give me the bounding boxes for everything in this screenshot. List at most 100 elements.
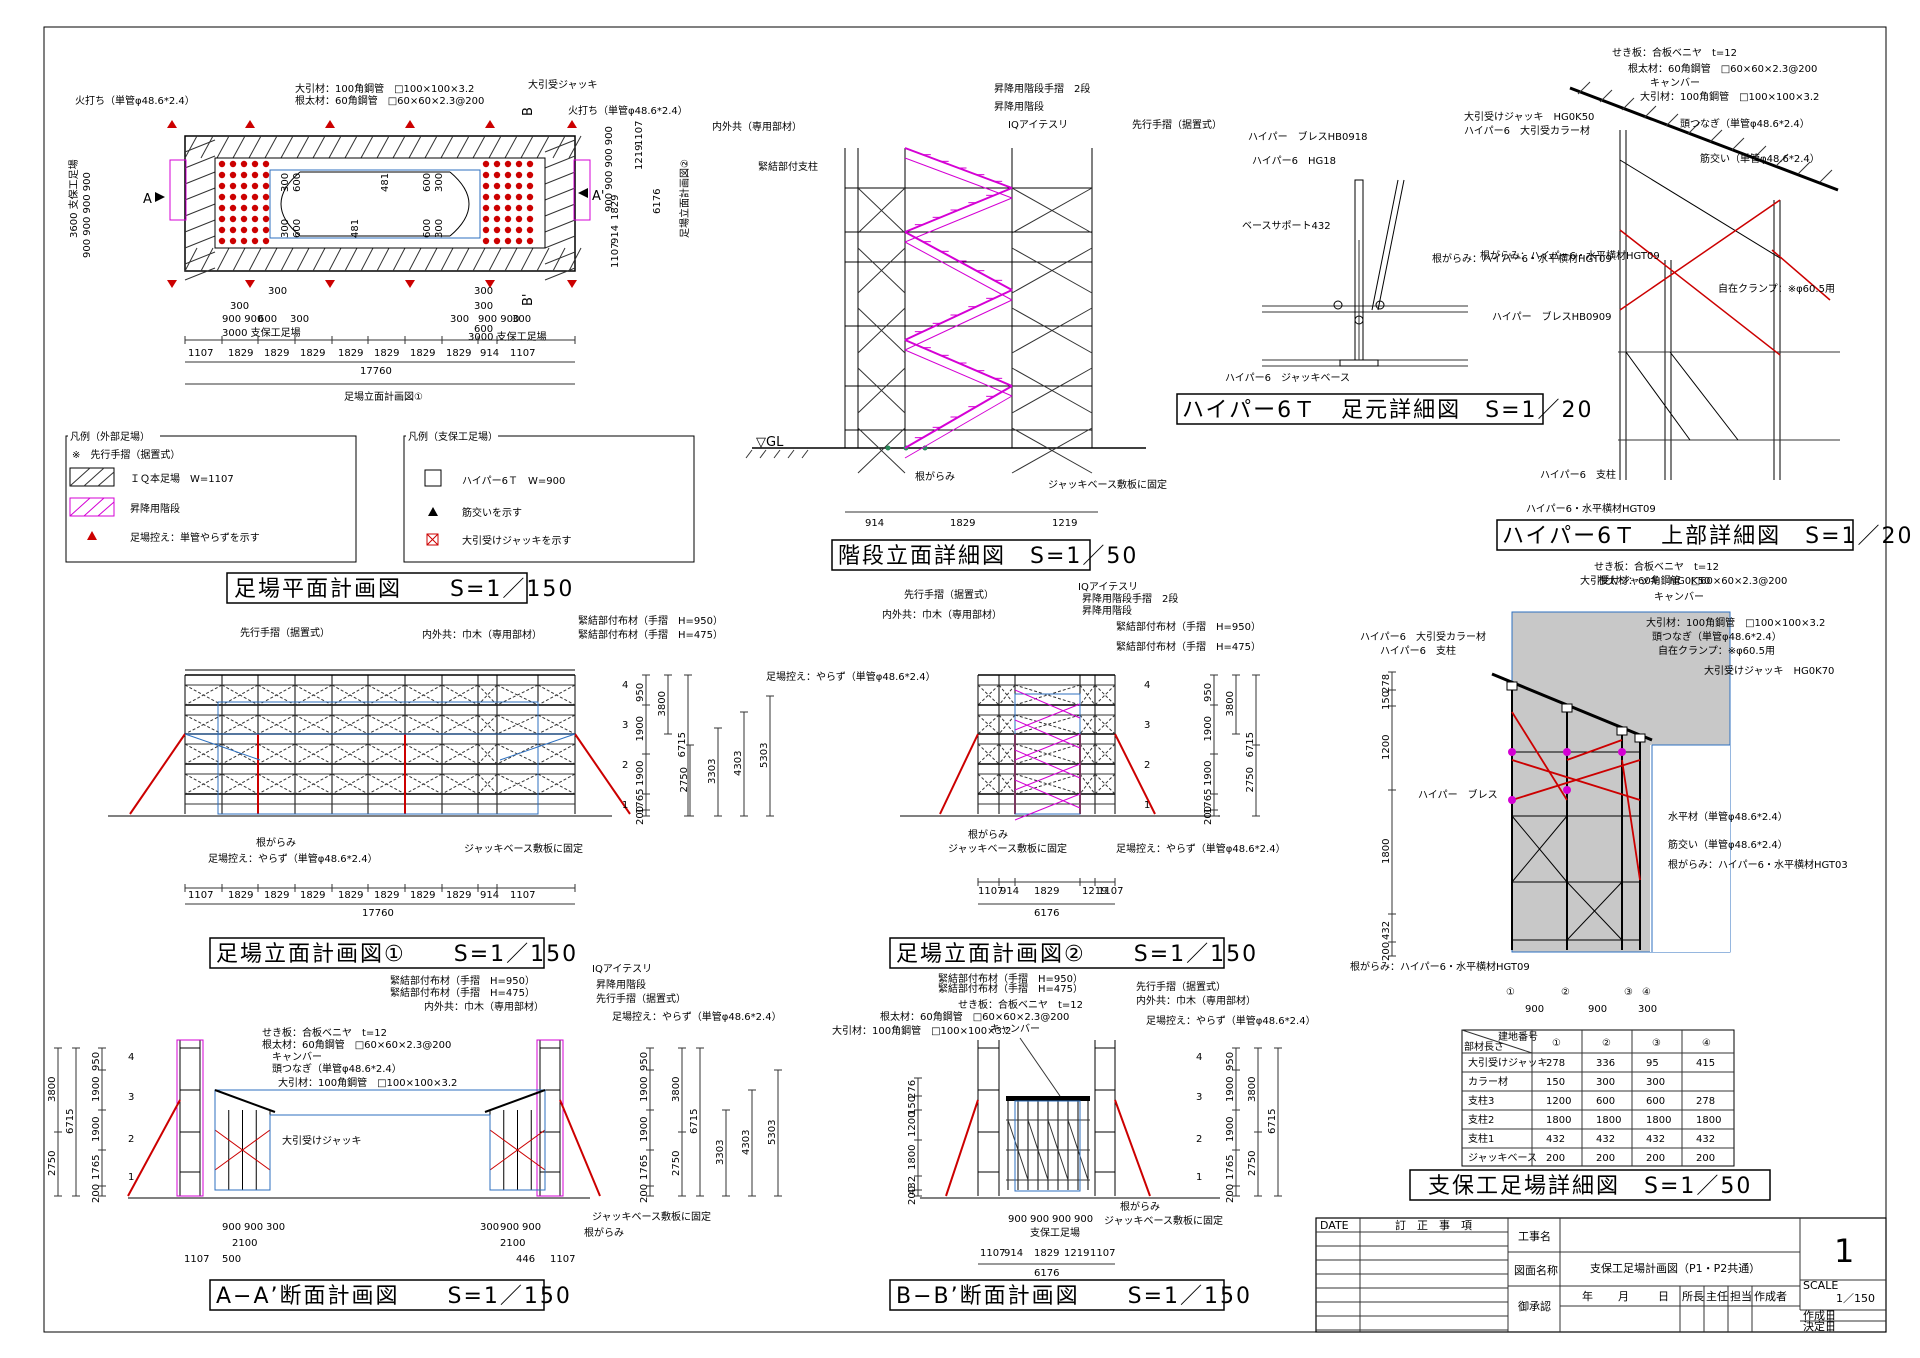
elev2-flight [1014, 793, 1081, 821]
support-label: キャンバー [1654, 591, 1704, 603]
stair-dim: 1219 [1052, 518, 1077, 529]
plan-tie-marker [167, 280, 177, 288]
elev2-cross [1094, 714, 1116, 735]
plan-jack-dot [240, 193, 248, 201]
elev1-cross [477, 743, 498, 765]
plan-hatch-line [424, 135, 438, 159]
plan-bottom-dim: 1107 [188, 348, 213, 359]
plan-jack-dot [240, 237, 248, 245]
plan-dim: 600 [422, 219, 433, 238]
table-cell: 1200 [1546, 1096, 1571, 1107]
stair-label: 根がらみ [915, 470, 955, 483]
secB-vdr-label: 1765 [1225, 1155, 1236, 1180]
elev2-bottom-dim: 1107 [978, 886, 1003, 897]
secB-vdr-label: 3800 [1247, 1077, 1258, 1102]
elev2-flight [1014, 763, 1081, 791]
title-stair: 階段立面詳細図 S=1／50 [838, 544, 1138, 569]
support-vd-label: 1200 [1381, 735, 1392, 760]
support-col-dim: 900 [1525, 1004, 1544, 1015]
plan-jack-dot [229, 237, 237, 245]
top-label: せき板：合板ベニヤ t=12 [1612, 46, 1737, 59]
plan-dim: 300 [434, 173, 445, 192]
table-cell: 432 [1596, 1134, 1615, 1145]
top-label: 大引材：100角鋼管 □100×100×3.2 [1640, 90, 1819, 103]
support-clamp [1563, 786, 1571, 794]
section-a-a: 緊結部付布材（手摺 H=950） 緊結部付布材（手摺 H=475） 内外共：巾木… [47, 964, 782, 1265]
title-foot: ハイパー6Ｔ 足元詳細図 S=1／20 [1182, 398, 1594, 423]
secA-stair [536, 1039, 564, 1197]
plan-hatch-line [408, 135, 422, 159]
elev1-bottom-dim: 1829 [338, 890, 363, 901]
secB-vdr-label: 1900 [1225, 1117, 1236, 1142]
stair-brace [857, 307, 906, 354]
plan-hatch-line [520, 247, 534, 272]
plan-dim-small: 3000 支保工足場 [468, 330, 547, 343]
elev2-cross [1094, 714, 1116, 735]
elev2-cross [1014, 773, 1081, 795]
secB-support-brace [1027, 1119, 1049, 1181]
elev1-level: 2 [622, 760, 628, 771]
top-label: キャンバー [1650, 77, 1700, 89]
elev1-bottom-dim: 1829 [264, 890, 289, 901]
title-elev1: 足場立面計画図① S=1／150 [216, 942, 578, 967]
stair-label: 昇降用階段手摺 2段 [994, 82, 1090, 95]
scaffold-elevation-2: 先行手摺（据置式） 内外共：巾木（専用部材） IQアイテスリ 昇降用階段手摺 2… [766, 582, 1286, 919]
elev1-cross [367, 714, 406, 735]
plan-jack-dot [251, 171, 259, 179]
tb-month: 月 [1618, 1290, 1629, 1303]
elev2-cross [977, 714, 1000, 735]
plan-right-dim: 1219 [634, 145, 645, 170]
plan-tie-marker [245, 120, 255, 128]
elev1-cross [404, 743, 443, 765]
plan-hatch-line [456, 135, 470, 159]
secA-bdim: 500 [222, 1254, 241, 1265]
elev1-cross [441, 714, 479, 735]
secB-vd-label: 150 [907, 1096, 918, 1115]
plan-hatch-line [360, 247, 374, 272]
secA-vd-label: 6715 [65, 1109, 76, 1134]
plan-jack-dot [218, 237, 226, 245]
plan-jack-dot [482, 226, 490, 234]
elev1-cross [221, 684, 259, 706]
support-col-dim: 900 [1588, 1004, 1607, 1015]
secB-vd-label: 432 [907, 1176, 918, 1195]
elev1-vd-label: 1900 [635, 716, 646, 741]
plan-jack-dot [262, 237, 270, 245]
elev2-cross [977, 743, 1000, 765]
secA-label: 足場控え：やらず（単管φ48.6*2.4） [612, 1010, 782, 1023]
secA-vd-label: 3800 [47, 1077, 58, 1102]
elev2-label: 足場控え：やらず（単管φ48.6*2.4） [766, 670, 936, 683]
table-header: ④ [1702, 1038, 1711, 1049]
elev1-cross [184, 684, 223, 706]
plan-bottom-label: 足場立面計画図① [344, 390, 423, 403]
support-brace [1566, 739, 1623, 761]
secB-bdim: 1107 [980, 1248, 1005, 1259]
secB-vd-label: 200 [907, 1186, 918, 1205]
support-label: 大引受けジャッキ HG0K50 [1580, 574, 1710, 587]
plan-hatch-line [296, 135, 310, 159]
plan-jack-dot [493, 182, 501, 190]
secA-label: キャンバー [272, 1051, 322, 1063]
secA-bdim: 2100 [500, 1238, 525, 1249]
tb-project-label: 工事名 [1518, 1229, 1551, 1243]
plan-jack-dot [262, 182, 270, 190]
secA-label: 先行手摺（据置式） [596, 992, 686, 1005]
plan-jack-dot [504, 160, 512, 168]
elev2-cross [977, 743, 1000, 765]
plan-hatch-line [568, 135, 582, 159]
elev1-cross [221, 743, 259, 765]
secA-stair [176, 1039, 204, 1197]
secB-bdim: 1219 [1064, 1248, 1089, 1259]
support-jack-head [1506, 681, 1518, 691]
secB-vdr-label: 200 [1225, 1184, 1236, 1203]
support-scaffold-detail: 大引受けジャッキ HG0K50 せき板：合板ベニヤ t=12 根太材：60角鋼管… [1350, 560, 1848, 1015]
secA-vdr-label: 6715 [689, 1109, 700, 1134]
title-plan: 足場平面計画図 S=1／150 [234, 577, 574, 602]
secA-bdim: 300 [480, 1222, 499, 1233]
plan-hatch-line [184, 155, 216, 169]
plan-jack-dot [240, 215, 248, 223]
plan-hatch-line [520, 135, 534, 159]
elev2-tie [939, 733, 979, 815]
legend-ext-item3: 足場控え：単管やらずを示す [130, 531, 260, 544]
